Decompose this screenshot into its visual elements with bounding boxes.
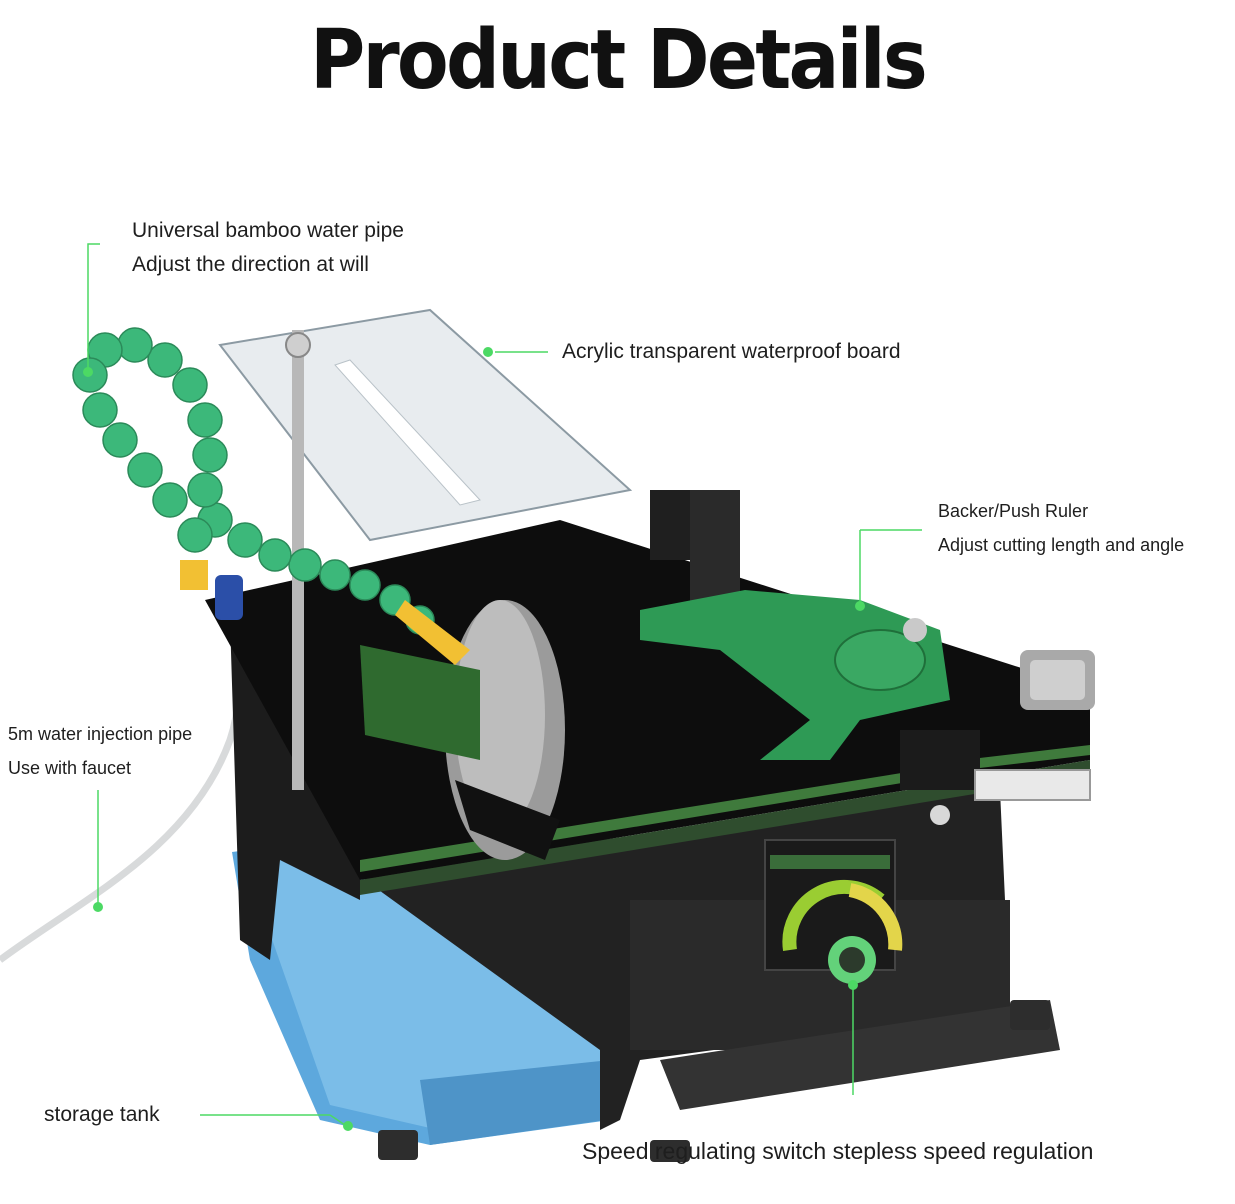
callout-push-ruler-line1: Backer/Push Ruler — [938, 501, 1089, 521]
pipe-connector — [215, 575, 243, 620]
pipe-nozzle — [395, 600, 470, 665]
callout-dots — [83, 347, 865, 1131]
callout-push-ruler-line2: Adjust cutting length and angle — [938, 535, 1185, 555]
bamboo-water-pipe — [72, 327, 435, 635]
speed-control-panel — [764, 839, 903, 984]
callout-injection-pipe-line2: Use with faucet — [8, 758, 132, 778]
callout-speed-switch: Speed regulating switch stepless speed r… — [582, 1134, 1093, 1168]
drill-chuck — [974, 650, 1095, 801]
callout-water-pipe: Universal bamboo water pipe Adjust the d… — [132, 214, 404, 282]
callout-acrylic-board-line1: Acrylic transparent waterproof board — [562, 340, 901, 363]
saw-blade — [445, 600, 565, 860]
callout-storage-tank: storage tank — [44, 1098, 160, 1132]
page-title: Product Details — [309, 12, 928, 108]
callout-water-pipe-line2: Adjust the direction at will — [132, 253, 369, 276]
callout-lines — [87, 243, 922, 1126]
scale-label — [360, 645, 480, 760]
push-ruler — [640, 490, 980, 825]
callout-water-pipe-line1: Universal bamboo water pipe — [132, 219, 404, 242]
water-injection-tube — [0, 659, 242, 963]
callout-acrylic-board: Acrylic transparent waterproof board — [562, 335, 901, 369]
callout-injection-pipe: 5m water injection pipe Use with faucet — [8, 717, 192, 785]
acrylic-board — [218, 308, 633, 542]
callout-push-ruler: Backer/Push Ruler Adjust cutting length … — [938, 494, 1184, 562]
callout-storage-tank-line1: storage tank — [44, 1103, 160, 1126]
callout-injection-pipe-line1: 5m water injection pipe — [8, 724, 193, 744]
callout-speed-switch-line1: Speed regulating switch stepless speed r… — [582, 1138, 1094, 1164]
